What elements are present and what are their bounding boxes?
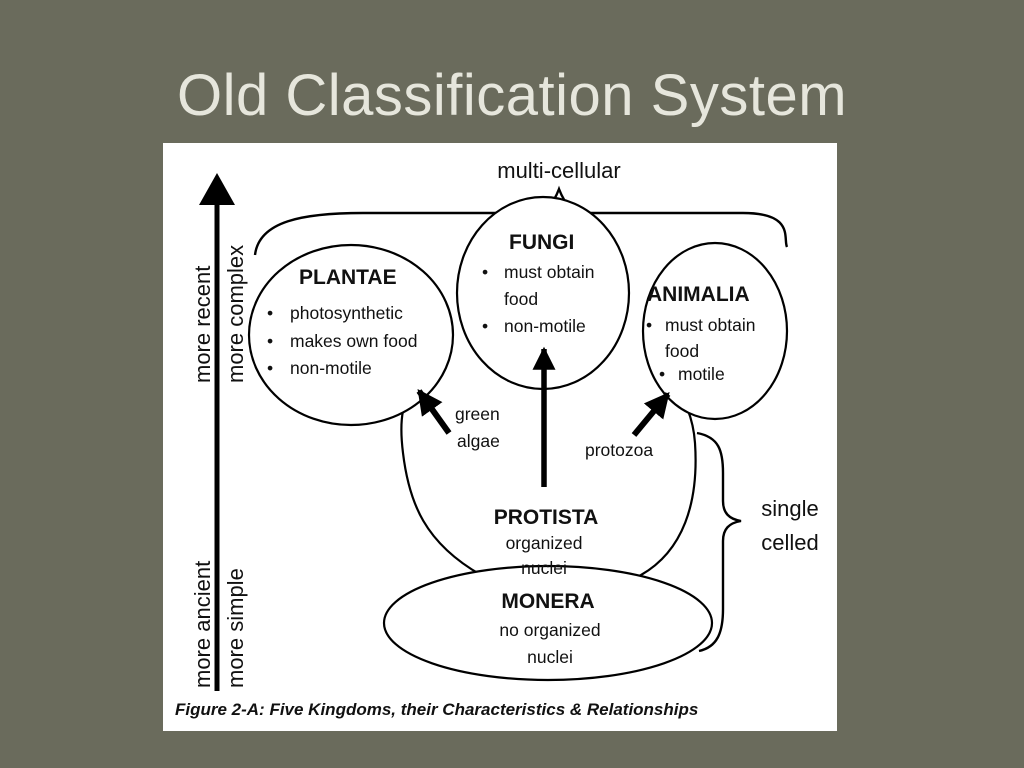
- monera-ellipse: [382, 564, 714, 682]
- protozoa-arrow: [631, 392, 671, 437]
- animalia-bullet: •: [646, 315, 652, 335]
- fungi-heading: FUNGI: [509, 231, 574, 254]
- fungi-trait: food: [504, 289, 538, 309]
- plantae-circle: [247, 243, 455, 427]
- fungi-bullet: •: [482, 262, 488, 282]
- axis-label-more-simple: more simple: [223, 568, 248, 688]
- protista-outline: [400, 372, 697, 591]
- protozoa-label: protozoa: [585, 440, 653, 460]
- plantae-bullet: •: [267, 358, 273, 378]
- animalia-circle: [641, 241, 789, 421]
- multi-cellular-label: multi-cellular: [497, 158, 620, 183]
- monera-heading: MONERA: [501, 590, 594, 613]
- plantae-trait: non-motile: [290, 358, 372, 378]
- five-kingdoms-figure: more recent more complex more ancient mo…: [163, 143, 837, 731]
- multi-cellular-brace: [253, 185, 789, 256]
- green-algae-label: green: [455, 404, 500, 424]
- figure-caption: Figure 2-A: Five Kingdoms, their Charact…: [175, 700, 698, 719]
- plantae-bullet: •: [267, 303, 273, 323]
- monera-description: no organized: [499, 620, 600, 640]
- animalia-trait: motile: [678, 364, 725, 384]
- axis-label-more-ancient: more ancient: [190, 561, 215, 688]
- slide-title: Old Classification System: [176, 63, 848, 128]
- single-celled-label: celled: [761, 530, 818, 555]
- animalia-trait: must obtain: [665, 315, 755, 335]
- animalia-heading: ANIMALIA: [647, 283, 750, 306]
- five-kingdoms-diagram: more recent more complex more ancient mo…: [175, 158, 819, 719]
- plantae-trait: photosynthetic: [290, 303, 403, 323]
- plantae-heading: PLANTAE: [299, 266, 397, 289]
- axis-label-more-complex: more complex: [223, 245, 248, 383]
- single-celled-label: single: [761, 496, 818, 521]
- green-algae-arrow: [416, 388, 452, 435]
- plantae-bullet: •: [267, 331, 273, 351]
- axis-label-more-recent: more recent: [190, 266, 215, 383]
- complexity-axis-arrowhead: [199, 173, 235, 205]
- fungi-trait: non-motile: [504, 316, 586, 336]
- plantae-trait: makes own food: [290, 331, 417, 351]
- animalia-bullet: •: [659, 364, 665, 384]
- fungi-trait: must obtain: [504, 262, 594, 282]
- monera-description: nuclei: [527, 647, 573, 667]
- protista-description: nuclei: [521, 558, 567, 578]
- protista-heading: PROTISTA: [494, 506, 599, 529]
- protista-description: organized: [506, 533, 583, 553]
- animalia-trait: food: [665, 341, 699, 361]
- green-algae-label: algae: [457, 431, 500, 451]
- single-celled-brace: [696, 431, 742, 653]
- fungi-bullet: •: [482, 316, 488, 336]
